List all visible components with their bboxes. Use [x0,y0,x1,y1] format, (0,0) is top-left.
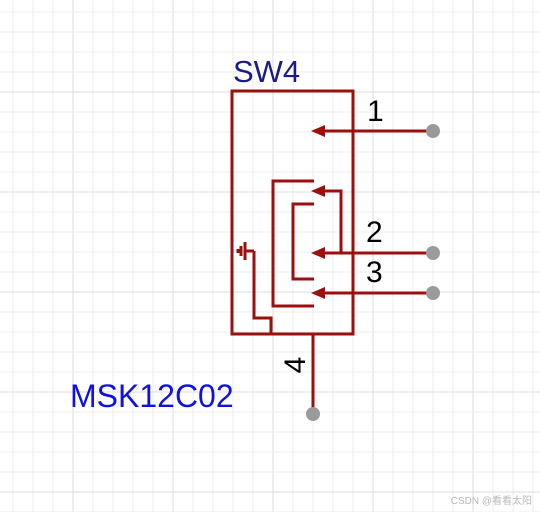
pin-3-arrow [311,287,325,299]
component-body [230,89,355,336]
shield-link [252,251,273,334]
pin-4-number: 4 [279,357,312,374]
slider-top-link [318,189,343,253]
pin-2-endpoint[interactable] [426,246,440,260]
switch-symbol[interactable] [230,89,433,414]
pin-4-endpoint[interactable] [306,407,320,421]
pin-3-endpoint[interactable] [426,286,440,300]
pin-3-number: 3 [366,256,383,289]
slider-outer-track [271,179,314,308]
pin-2-arrow [311,247,325,259]
pin-endpoints [306,124,440,421]
pin-1-number: 1 [367,95,384,128]
designator-label[interactable]: SW4 [233,54,300,89]
watermark: CSDN @看看太阳 [451,494,532,507]
slider-inner-track [291,202,314,281]
pin-1-endpoint[interactable] [426,124,440,138]
pin-2-number: 2 [366,216,383,249]
part-number-label[interactable]: MSK12C02 [70,378,234,414]
ground-icon [236,242,254,260]
pin-1-arrow [311,125,325,137]
